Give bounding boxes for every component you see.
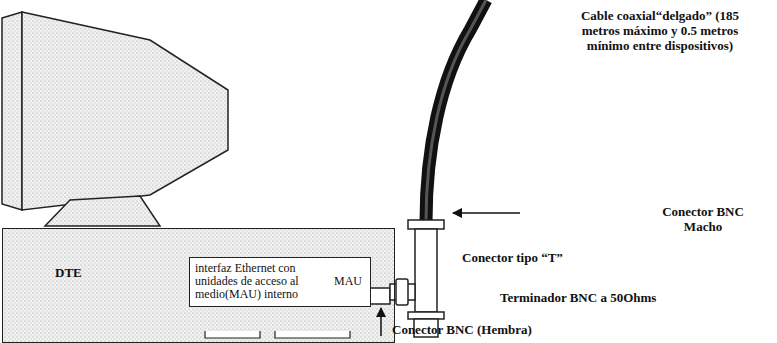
connector-label: Conector BNC Macho — [648, 204, 758, 234]
card-text: interfaz Ethernet con unidades de acceso… — [195, 262, 307, 301]
ethernet-card: interfaz Ethernet con unidades de acceso… — [189, 257, 371, 307]
card-edge — [205, 331, 350, 338]
bnc-female — [370, 288, 390, 304]
cable-label: Cable coaxial“delgado” (185 metros máxim… — [565, 8, 755, 53]
coax-cable — [426, 0, 486, 222]
t-connector — [390, 220, 444, 337]
leader-arrow — [453, 212, 520, 214]
leader-arrow — [380, 308, 382, 336]
dte-label: DTE — [55, 265, 82, 281]
connector-label: Conector tipo “T” — [462, 250, 662, 265]
terminator-label: Terminador BNC a 50Ohms — [500, 290, 760, 305]
mau-label: MAU — [334, 275, 362, 288]
coax-core — [426, 0, 486, 222]
connector-label: Conector BNC (Hembra) — [392, 322, 652, 337]
case-ground — [2, 228, 395, 343]
computer-case: DTE interfaz Ethernet con unidades de acc… — [2, 228, 395, 343]
monitor — [2, 12, 228, 226]
